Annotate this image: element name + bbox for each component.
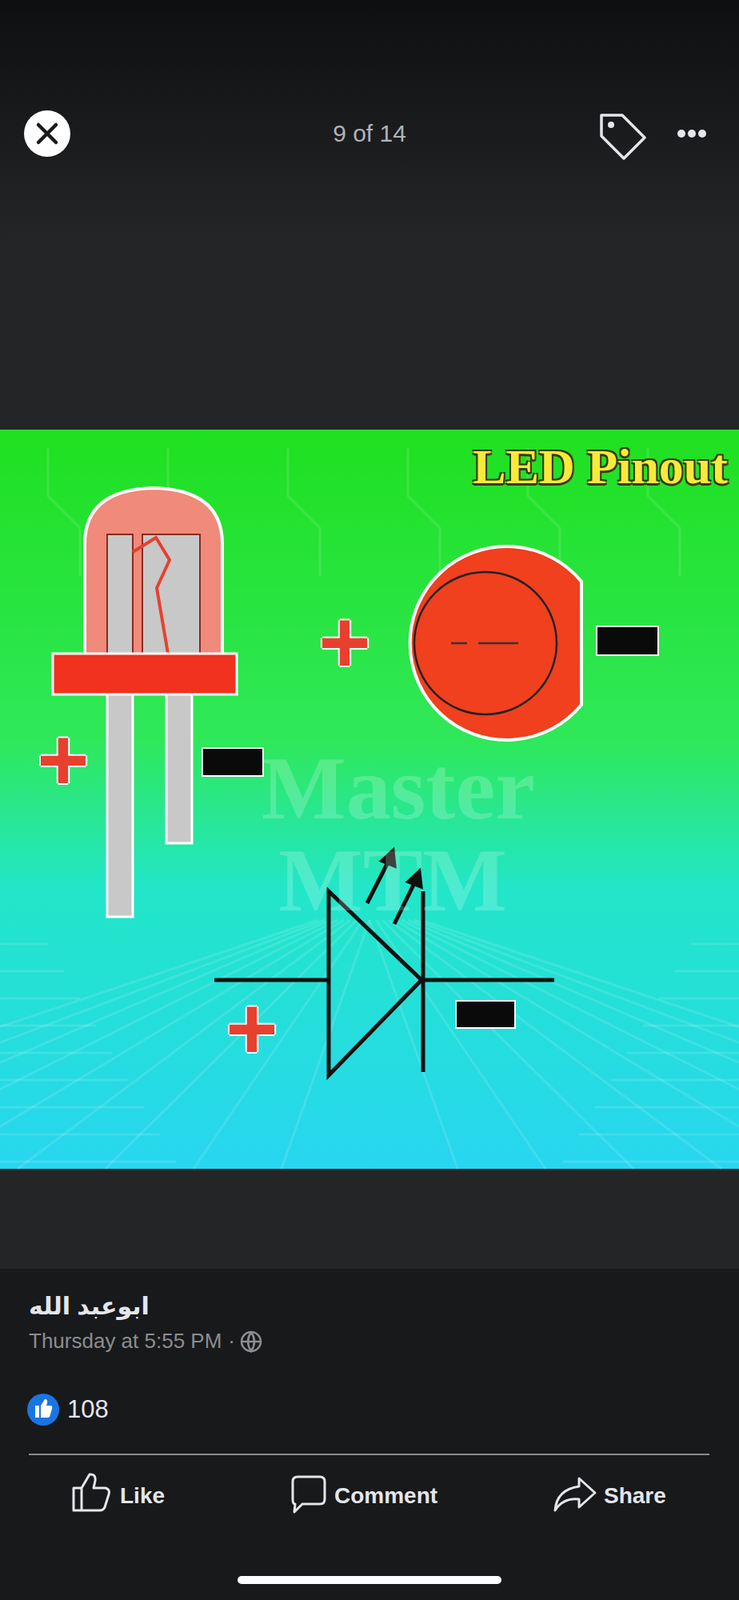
minus-mark xyxy=(596,626,659,656)
circuit-texture xyxy=(0,447,739,1169)
footer-panel xyxy=(0,1268,739,1600)
led-top-view xyxy=(410,546,582,740)
photo-ground xyxy=(0,429,739,1169)
image-title: LED Pinout xyxy=(472,438,728,496)
like-badge xyxy=(27,1393,60,1426)
divider xyxy=(28,1453,710,1455)
plus-mark: + xyxy=(225,983,278,1074)
watermark: MTM xyxy=(278,834,508,925)
watermark: Master xyxy=(261,742,536,833)
photo-counter: 9 of 14 xyxy=(332,119,407,148)
action-label: Share xyxy=(603,1482,667,1509)
like-count: 108 xyxy=(67,1394,109,1424)
plus-mark: + xyxy=(36,715,89,805)
minus-mark xyxy=(202,747,264,776)
plus-mark: + xyxy=(318,597,371,688)
separator-dot: · xyxy=(227,1329,236,1354)
home-indicator xyxy=(237,1575,502,1584)
tag-icon xyxy=(601,115,645,159)
action-label: Like xyxy=(119,1482,165,1509)
post-time: Thursday at 5:55 PM xyxy=(28,1329,222,1354)
action-label: Comment xyxy=(334,1482,438,1509)
more-icon xyxy=(677,129,707,138)
share-icon xyxy=(555,1478,596,1510)
close-icon xyxy=(23,110,71,157)
like-icon xyxy=(73,1474,110,1510)
globe-icon xyxy=(241,1331,261,1351)
comment-icon xyxy=(292,1476,325,1512)
minus-mark xyxy=(455,1000,516,1028)
header-bar xyxy=(0,0,739,240)
viewer-ground xyxy=(0,239,739,1269)
led-side-view xyxy=(52,487,237,917)
author-name: ابوعبد الله xyxy=(28,1292,150,1321)
